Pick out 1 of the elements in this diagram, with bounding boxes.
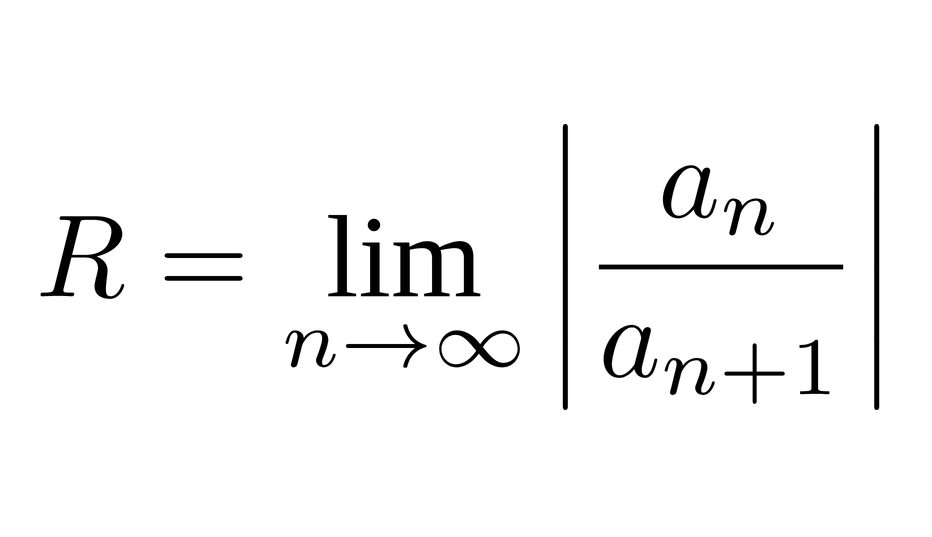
formula: $R = \lim_{n\to\infty}\left|\frac{a_n}{a_{n+1}}\right|$ [40,124,880,410]
